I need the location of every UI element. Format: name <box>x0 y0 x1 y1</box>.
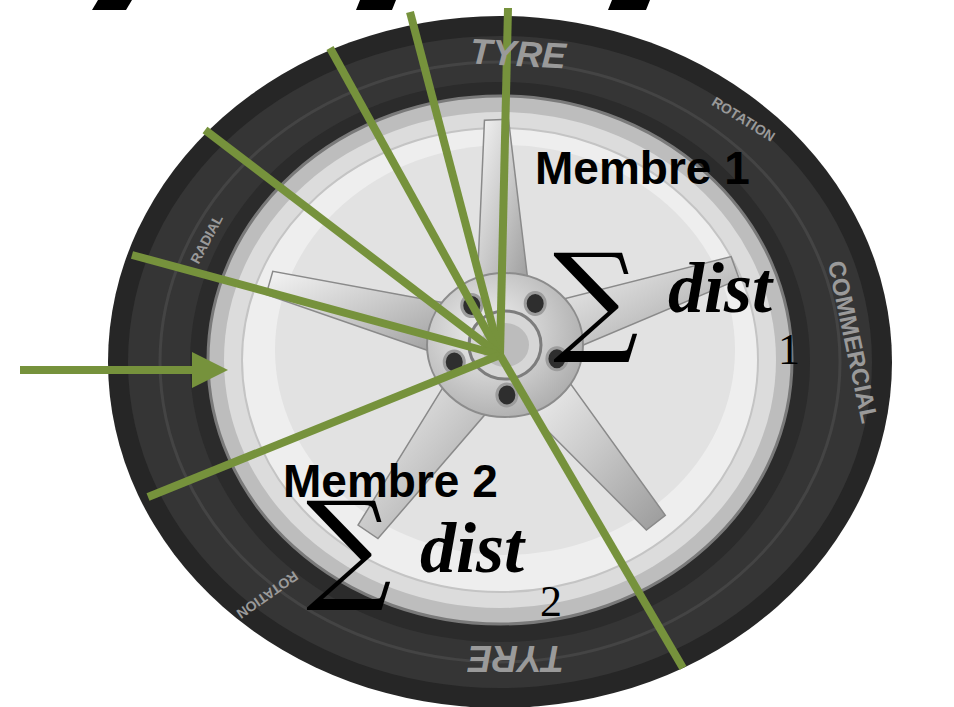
tyre-marking: TYRE <box>468 640 564 676</box>
tyre <box>108 16 892 707</box>
lug-nut <box>525 293 545 315</box>
sum-symbol: ∑ <box>306 486 392 606</box>
green-lines <box>20 8 683 668</box>
subscript: 1 <box>778 328 800 372</box>
sigma-fragments <box>92 0 650 10</box>
lug-nuts <box>444 293 567 406</box>
tyre-marking: TYRE <box>469 34 567 75</box>
arrow-head <box>192 352 228 388</box>
member-label: Membre 1 <box>535 145 750 191</box>
lug-nut <box>497 384 517 406</box>
subscript: 2 <box>540 580 562 624</box>
dist-term: dist <box>420 512 524 584</box>
sum-symbol: ∑ <box>553 238 639 358</box>
dist-term: dist <box>668 252 772 324</box>
